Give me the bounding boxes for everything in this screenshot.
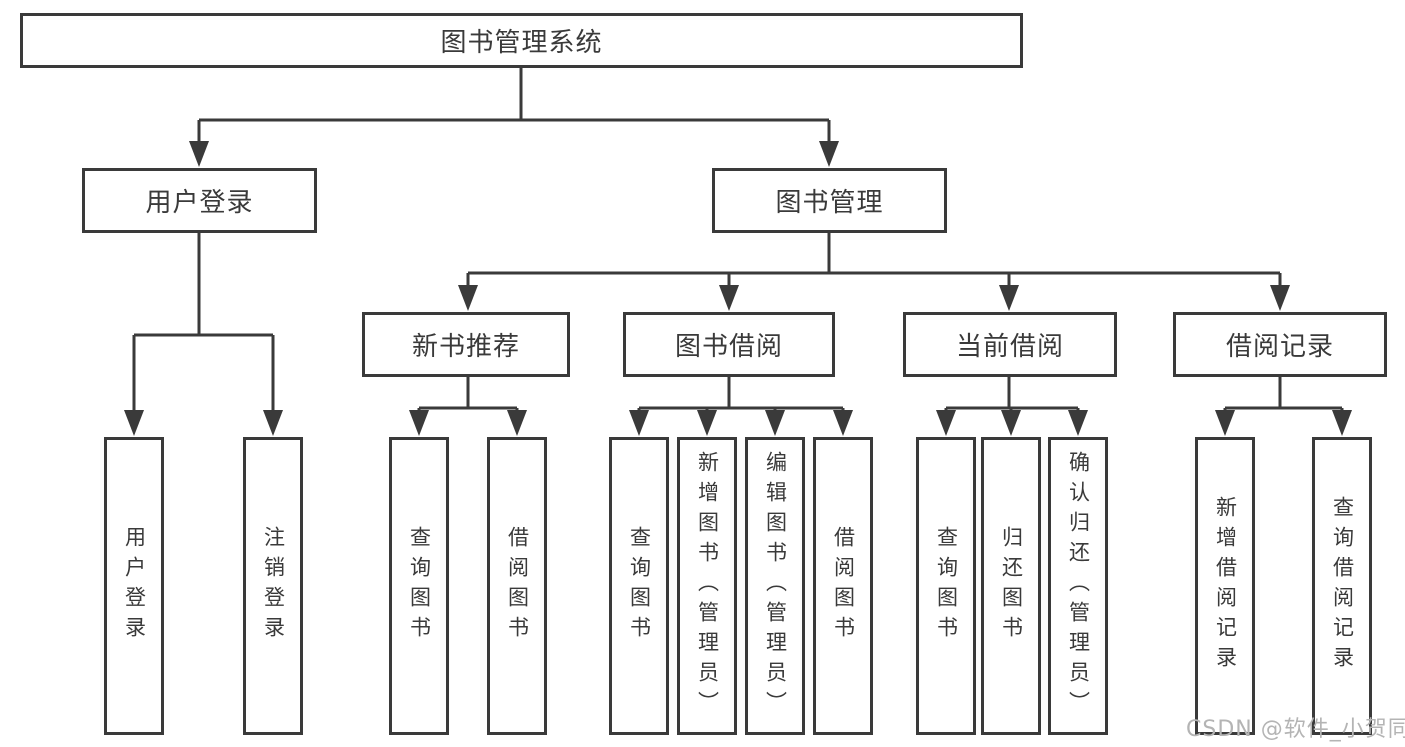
connector-records-to-leaves [1215, 377, 1352, 436]
node-book-management-label: 图书管理 [775, 188, 884, 218]
leaf-add-books-admin: 新增图书（管理员） [677, 437, 737, 735]
node-root: 图书管理系统 [20, 13, 1023, 68]
leaf-logout-label: 注销登录 [261, 526, 286, 646]
leaf-return-books-label: 归还图书 [999, 526, 1024, 646]
leaf-return-books: 归还图书 [981, 437, 1041, 735]
connector-borrowing-to-leaves [629, 377, 853, 436]
connector-root-to-level2 [189, 66, 839, 167]
leaf-borrow-books: 借阅图书 [813, 437, 873, 735]
leaf-query-books-recommend: 查询图书 [389, 437, 449, 735]
node-book-borrowing-label: 图书借阅 [674, 332, 783, 362]
node-new-book-recommend: 新书推荐 [362, 312, 570, 377]
node-book-borrowing: 图书借阅 [623, 312, 835, 377]
connector-newbooks-to-leaves [409, 377, 527, 436]
leaf-query-books-borrowing: 查询图书 [609, 437, 669, 735]
leaf-borrow-books-label: 借阅图书 [831, 526, 856, 646]
csdn-watermark: CSDN @软件_小贺同学 [1186, 717, 1405, 742]
leaf-query-borrow-record-label: 查询借阅记录 [1330, 496, 1355, 676]
leaf-add-books-admin-label: 新增图书（管理员） [695, 451, 720, 721]
connector-bookmgmt-to-level3 [458, 233, 1290, 311]
leaf-add-borrow-record: 新增借阅记录 [1195, 437, 1255, 735]
leaf-user-login: 用户登录 [104, 437, 164, 735]
node-current-borrowing-label: 当前借阅 [955, 332, 1064, 362]
leaf-query-borrow-record: 查询借阅记录 [1312, 437, 1372, 735]
leaf-user-login-label: 用户登录 [122, 526, 147, 646]
leaf-borrow-books-recommend-label: 借阅图书 [505, 526, 530, 646]
leaf-query-books-current: 查询图书 [916, 437, 976, 735]
node-borrowing-records-label: 借阅记录 [1225, 332, 1334, 362]
node-user-login: 用户登录 [82, 168, 317, 233]
leaf-logout: 注销登录 [243, 437, 303, 735]
leaf-confirm-return-admin: 确认归还（管理员） [1048, 437, 1108, 735]
node-borrowing-records: 借阅记录 [1173, 312, 1387, 377]
node-user-login-label: 用户登录 [145, 188, 254, 218]
node-current-borrowing: 当前借阅 [903, 312, 1117, 377]
leaf-query-books-current-label: 查询图书 [934, 526, 959, 646]
node-new-book-recommend-label: 新书推荐 [411, 332, 520, 362]
leaf-add-borrow-record-label: 新增借阅记录 [1213, 496, 1238, 676]
leaf-edit-books-admin-label: 编辑图书（管理员） [763, 451, 788, 721]
leaf-confirm-return-admin-label: 确认归还（管理员） [1066, 451, 1091, 721]
leaf-borrow-books-recommend: 借阅图书 [487, 437, 547, 735]
connector-current-to-leaves [936, 377, 1088, 436]
leaf-query-books-recommend-label: 查询图书 [407, 526, 432, 646]
leaf-query-books-borrowing-label: 查询图书 [627, 526, 652, 646]
node-root-label: 图书管理系统 [440, 28, 603, 58]
connector-userlogin-to-leaves [124, 233, 283, 436]
leaf-edit-books-admin: 编辑图书（管理员） [745, 437, 805, 735]
node-book-management: 图书管理 [712, 168, 947, 233]
